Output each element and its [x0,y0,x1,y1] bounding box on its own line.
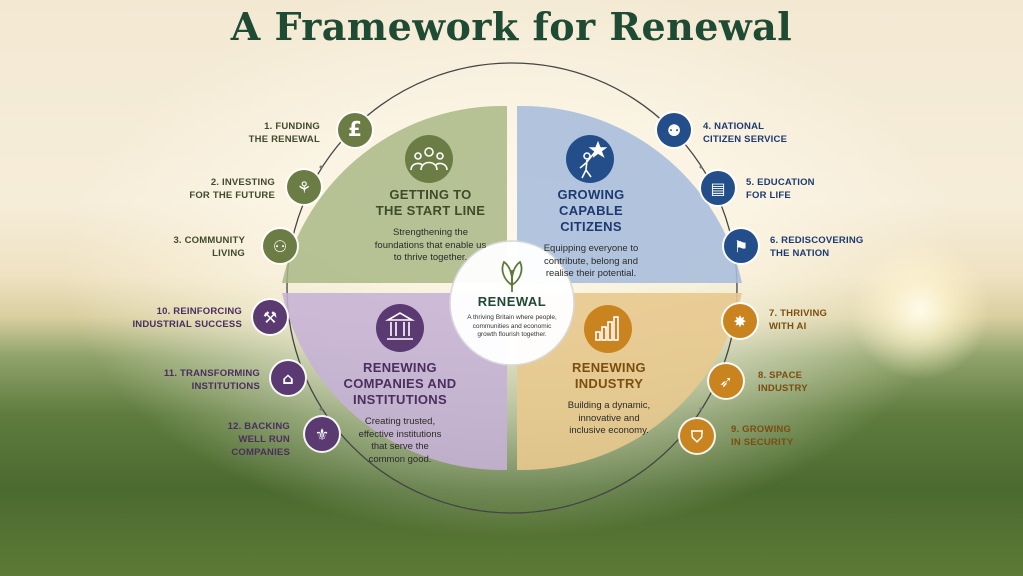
quadrant-bottom-left[interactable] [282,293,507,471]
ring-dots [319,165,703,411]
quadrant-bottom-right[interactable] [517,293,742,471]
quadrant-description: Equipping everyone to contribute, belong… [543,243,639,279]
institution-icon [376,304,424,352]
quadrant-description: Strengthening the foundations that enabl… [374,227,487,263]
svg-text:⛉: ⛉ [690,427,704,446]
quadrant-description: Creating trusted, effective institutions… [358,416,442,465]
svg-text:⚇: ⚇ [273,237,287,256]
svg-text:⚑: ⚑ [734,237,748,256]
factory-icon[interactable]: ⚒ [251,298,289,336]
people-icon[interactable]: ⚇ [261,227,299,265]
community-icon [405,135,453,183]
page-title: A Framework for Renewal [230,4,793,49]
map-icon[interactable]: ⚑ [722,227,760,265]
leaf-icon [501,260,523,292]
building-icon[interactable]: ⌂ [269,359,307,397]
center-description: A thriving Britain where people, communi… [467,314,557,338]
svg-text:✸: ✸ [733,312,746,331]
sprout-icon[interactable]: ⚘ [285,168,323,206]
book-icon[interactable]: ▤ [699,169,737,207]
rocket-icon[interactable]: ➶ [707,362,745,400]
svg-text:£: £ [348,117,362,141]
svg-text:▤: ▤ [710,179,725,198]
svg-text:⚉: ⚉ [667,121,681,140]
svg-text:⚜: ⚜ [315,425,329,444]
shield-icon[interactable]: ⛉ [678,417,716,455]
outer-ring [286,62,738,514]
handshake-icon[interactable]: ⚜ [303,415,341,453]
achiever-icon [566,135,614,183]
growth-chart-icon [584,305,632,353]
svg-text:⚒: ⚒ [263,308,277,327]
quadrant-description: Building a dynamic, innovative and inclu… [567,400,651,436]
group-icon[interactable]: ⚉ [655,111,693,149]
svg-text:➶: ➶ [719,372,732,391]
pound-icon[interactable]: £ [336,111,374,149]
svg-text:⚘: ⚘ [297,178,311,197]
center-heading: RENEWAL [477,294,547,309]
svg-text:⌂: ⌂ [282,369,293,388]
center-circle [449,240,575,366]
brain-icon[interactable]: ✸ [721,302,759,340]
